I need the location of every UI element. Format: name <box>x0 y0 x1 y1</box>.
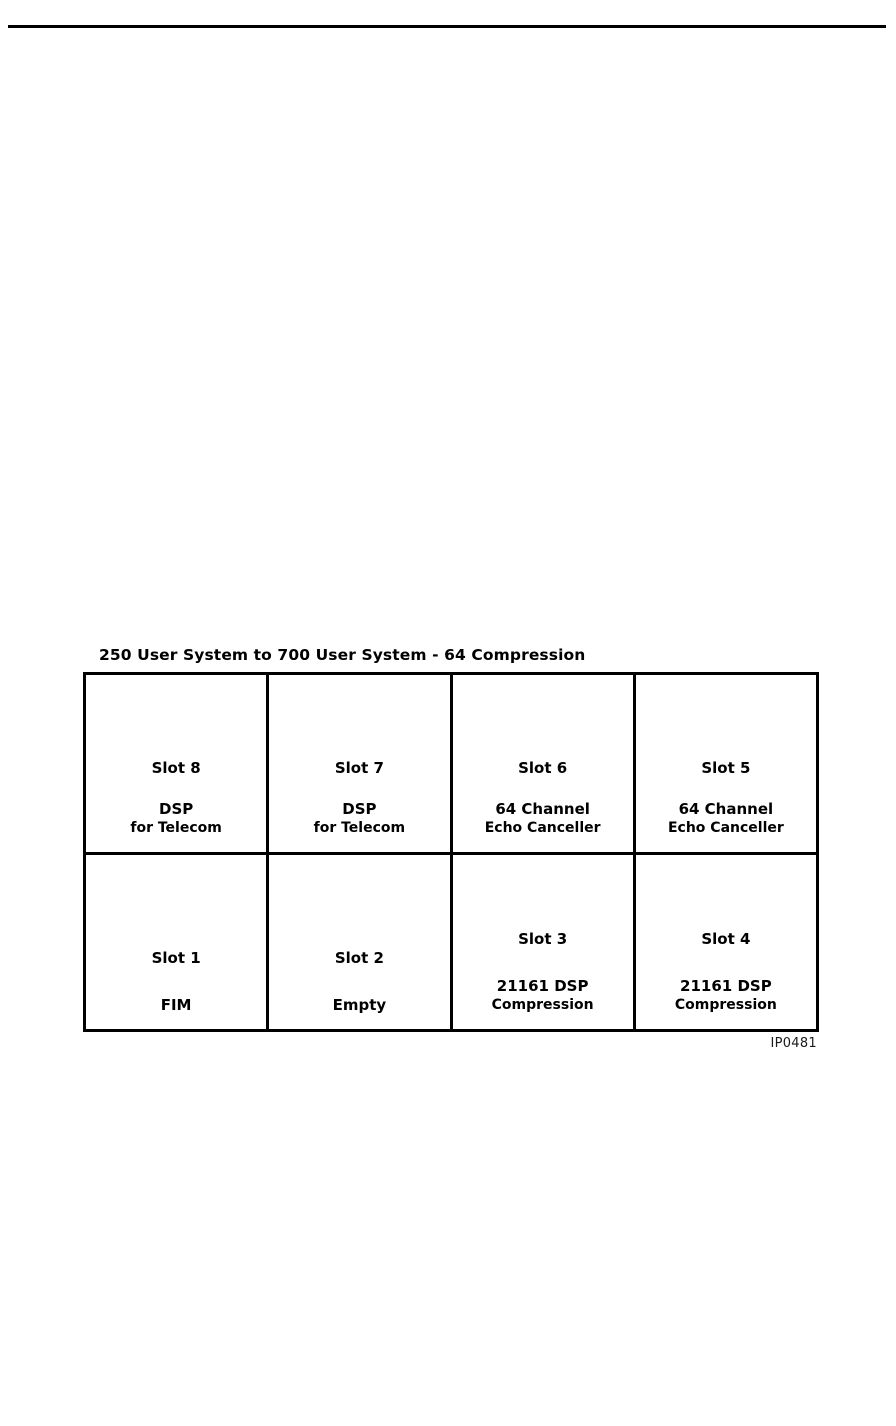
slot-configuration-figure: 250 User System to 700 User System - 64 … <box>82 645 820 1051</box>
slot-cell-2: Slot 2 Empty <box>266 853 453 1031</box>
slot-description-line1: 64 Channel <box>495 800 590 818</box>
slot-description-line1: DSP <box>342 800 377 818</box>
slot-description: 64 Channel Echo Canceller <box>453 800 633 838</box>
spacer <box>636 949 816 977</box>
slot-description-line2: for Telecom <box>130 820 222 836</box>
slot-cell-7: Slot 7 DSP for Telecom <box>266 673 453 855</box>
slot-label: Slot 4 <box>701 930 751 948</box>
page-header-rule <box>8 25 886 28</box>
slot-description: DSP for Telecom <box>86 800 266 838</box>
slot-cell-4: Slot 4 21161 DSP Compression <box>632 853 820 1031</box>
slot-label: Slot 7 <box>334 759 384 777</box>
slot-label: Slot 2 <box>334 949 384 967</box>
slot-description-line2: for Telecom <box>313 820 406 836</box>
slot-description-line1: 21161 DSP <box>496 977 589 995</box>
slot-cell-8: Slot 8 DSP for Telecom <box>82 673 270 855</box>
spacer <box>636 778 816 800</box>
spacer <box>269 968 449 996</box>
slot-label: Slot 5 <box>701 759 751 777</box>
spacer <box>269 778 449 800</box>
slot-description-line1: 64 Channel <box>678 800 774 818</box>
slot-label: Slot 8 <box>151 759 201 777</box>
slot-description: FIM <box>86 996 266 1015</box>
slot-description-line1: FIM <box>160 996 192 1014</box>
slot-description-line1: DSP <box>159 800 194 818</box>
slot-description-line2: Echo Canceller <box>667 820 784 836</box>
spacer <box>453 949 633 977</box>
slot-description: 21161 DSP Compression <box>636 977 816 1015</box>
slot-cell-3: Slot 3 21161 DSP Compression <box>449 853 636 1031</box>
slot-label: Slot 1 <box>151 949 201 967</box>
figure-title: 250 User System to 700 User System - 64 … <box>99 646 586 664</box>
slot-cell-6: Slot 6 64 Channel Echo Canceller <box>449 673 636 855</box>
slot-cell-1: Slot 1 FIM <box>82 853 270 1031</box>
spacer <box>86 968 266 996</box>
slot-description: DSP for Telecom <box>269 800 449 838</box>
slot-description-line2: Compression <box>674 997 777 1013</box>
table-row-bottom: Slot 1 FIM Slot 2 Empty <box>82 853 820 1031</box>
slot-description: Empty <box>269 996 449 1015</box>
spacer <box>86 778 266 800</box>
slot-label: Slot 6 <box>518 759 568 777</box>
spacer <box>453 778 633 800</box>
slot-description-line2: Echo Canceller <box>484 820 601 836</box>
slot-description-line1: Empty <box>332 996 387 1014</box>
slot-description-line2: Compression <box>491 997 594 1013</box>
slot-description: 21161 DSP Compression <box>453 977 633 1015</box>
slot-description: 64 Channel Echo Canceller <box>636 800 816 838</box>
slot-cell-5: Slot 5 64 Channel Echo Canceller <box>632 673 820 855</box>
table-row-top: Slot 8 DSP for Telecom Slot 7 DSP <box>82 673 820 855</box>
slot-assignment-table: Slot 8 DSP for Telecom Slot 7 DSP <box>82 672 820 1032</box>
slot-description-line1: 21161 DSP <box>680 977 772 995</box>
figure-reference-id: IP0481 <box>770 1036 817 1051</box>
slot-label: Slot 3 <box>518 930 568 948</box>
